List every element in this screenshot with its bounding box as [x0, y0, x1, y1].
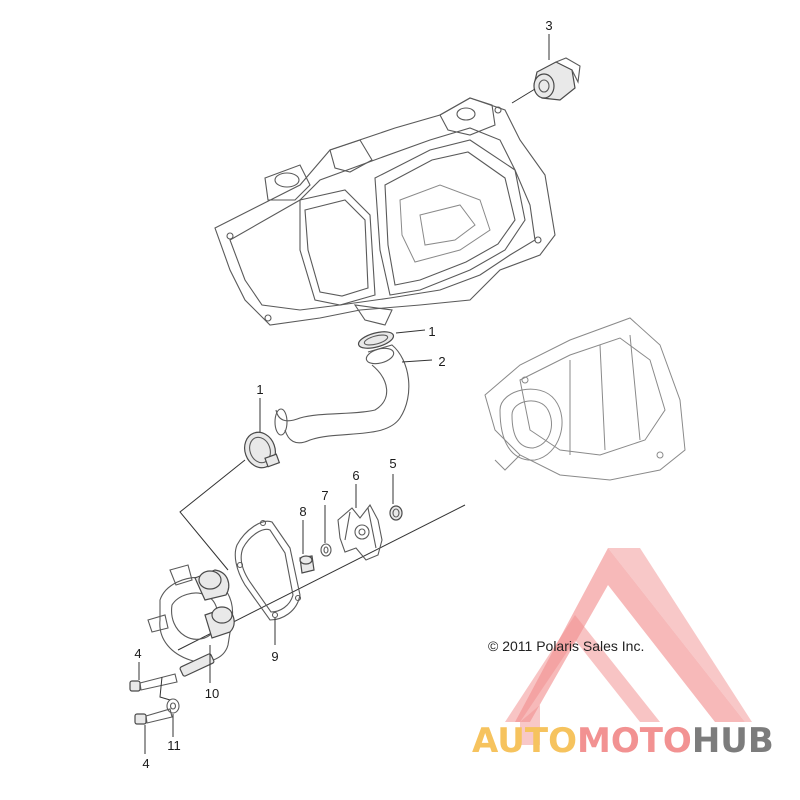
callout-1-upper: 1 [428, 324, 435, 339]
callout-4-upper: 4 [134, 646, 141, 661]
part-2-coolant-hose [274, 344, 410, 444]
callout-11: 11 [167, 738, 181, 753]
callout-3: 3 [545, 18, 552, 33]
watermark-text: AUTOMOTOHUB [472, 721, 774, 761]
callout-9: 9 [271, 649, 278, 664]
callout-5: 5 [389, 456, 396, 471]
leader-lines [138, 34, 550, 754]
callout-7: 7 [321, 488, 328, 503]
callout-8: 8 [299, 504, 306, 519]
watermark-hub: HUB [692, 721, 774, 761]
engine-crankcase [484, 317, 686, 481]
part-11-washer [166, 698, 180, 714]
callout-6: 6 [352, 468, 359, 483]
part-9-gasket [234, 519, 302, 621]
part-3-sensor [533, 57, 581, 101]
part-5-seal [389, 505, 403, 521]
part-4-lower-bolt [134, 708, 173, 725]
part-10-water-pump-cover [147, 564, 235, 677]
callout-10: 10 [205, 686, 219, 701]
callout-1-lower: 1 [256, 382, 263, 397]
watermark-triangle [515, 548, 745, 722]
part-7-washer [320, 543, 332, 557]
part-1-upper-clamp [357, 331, 395, 349]
callout-2: 2 [438, 354, 445, 369]
watermark-auto: AUTO [472, 721, 577, 761]
part-8-plug [299, 555, 315, 574]
part-6-impeller [337, 503, 383, 561]
copyright-text: © 2011 Polaris Sales Inc. [488, 638, 644, 654]
automotohub-watermark: AUTOMOTOHUB [472, 548, 774, 761]
part-1-lower-clamp [244, 431, 281, 469]
callout-4-lower: 4 [142, 756, 149, 771]
part-4-upper-bolt [129, 673, 178, 692]
callout-labels: 3 1 2 1 5 6 7 8 9 4 10 11 4 [134, 18, 552, 771]
watermark-moto: MOTO [577, 721, 692, 761]
cylinder-head-assembly [214, 97, 556, 326]
